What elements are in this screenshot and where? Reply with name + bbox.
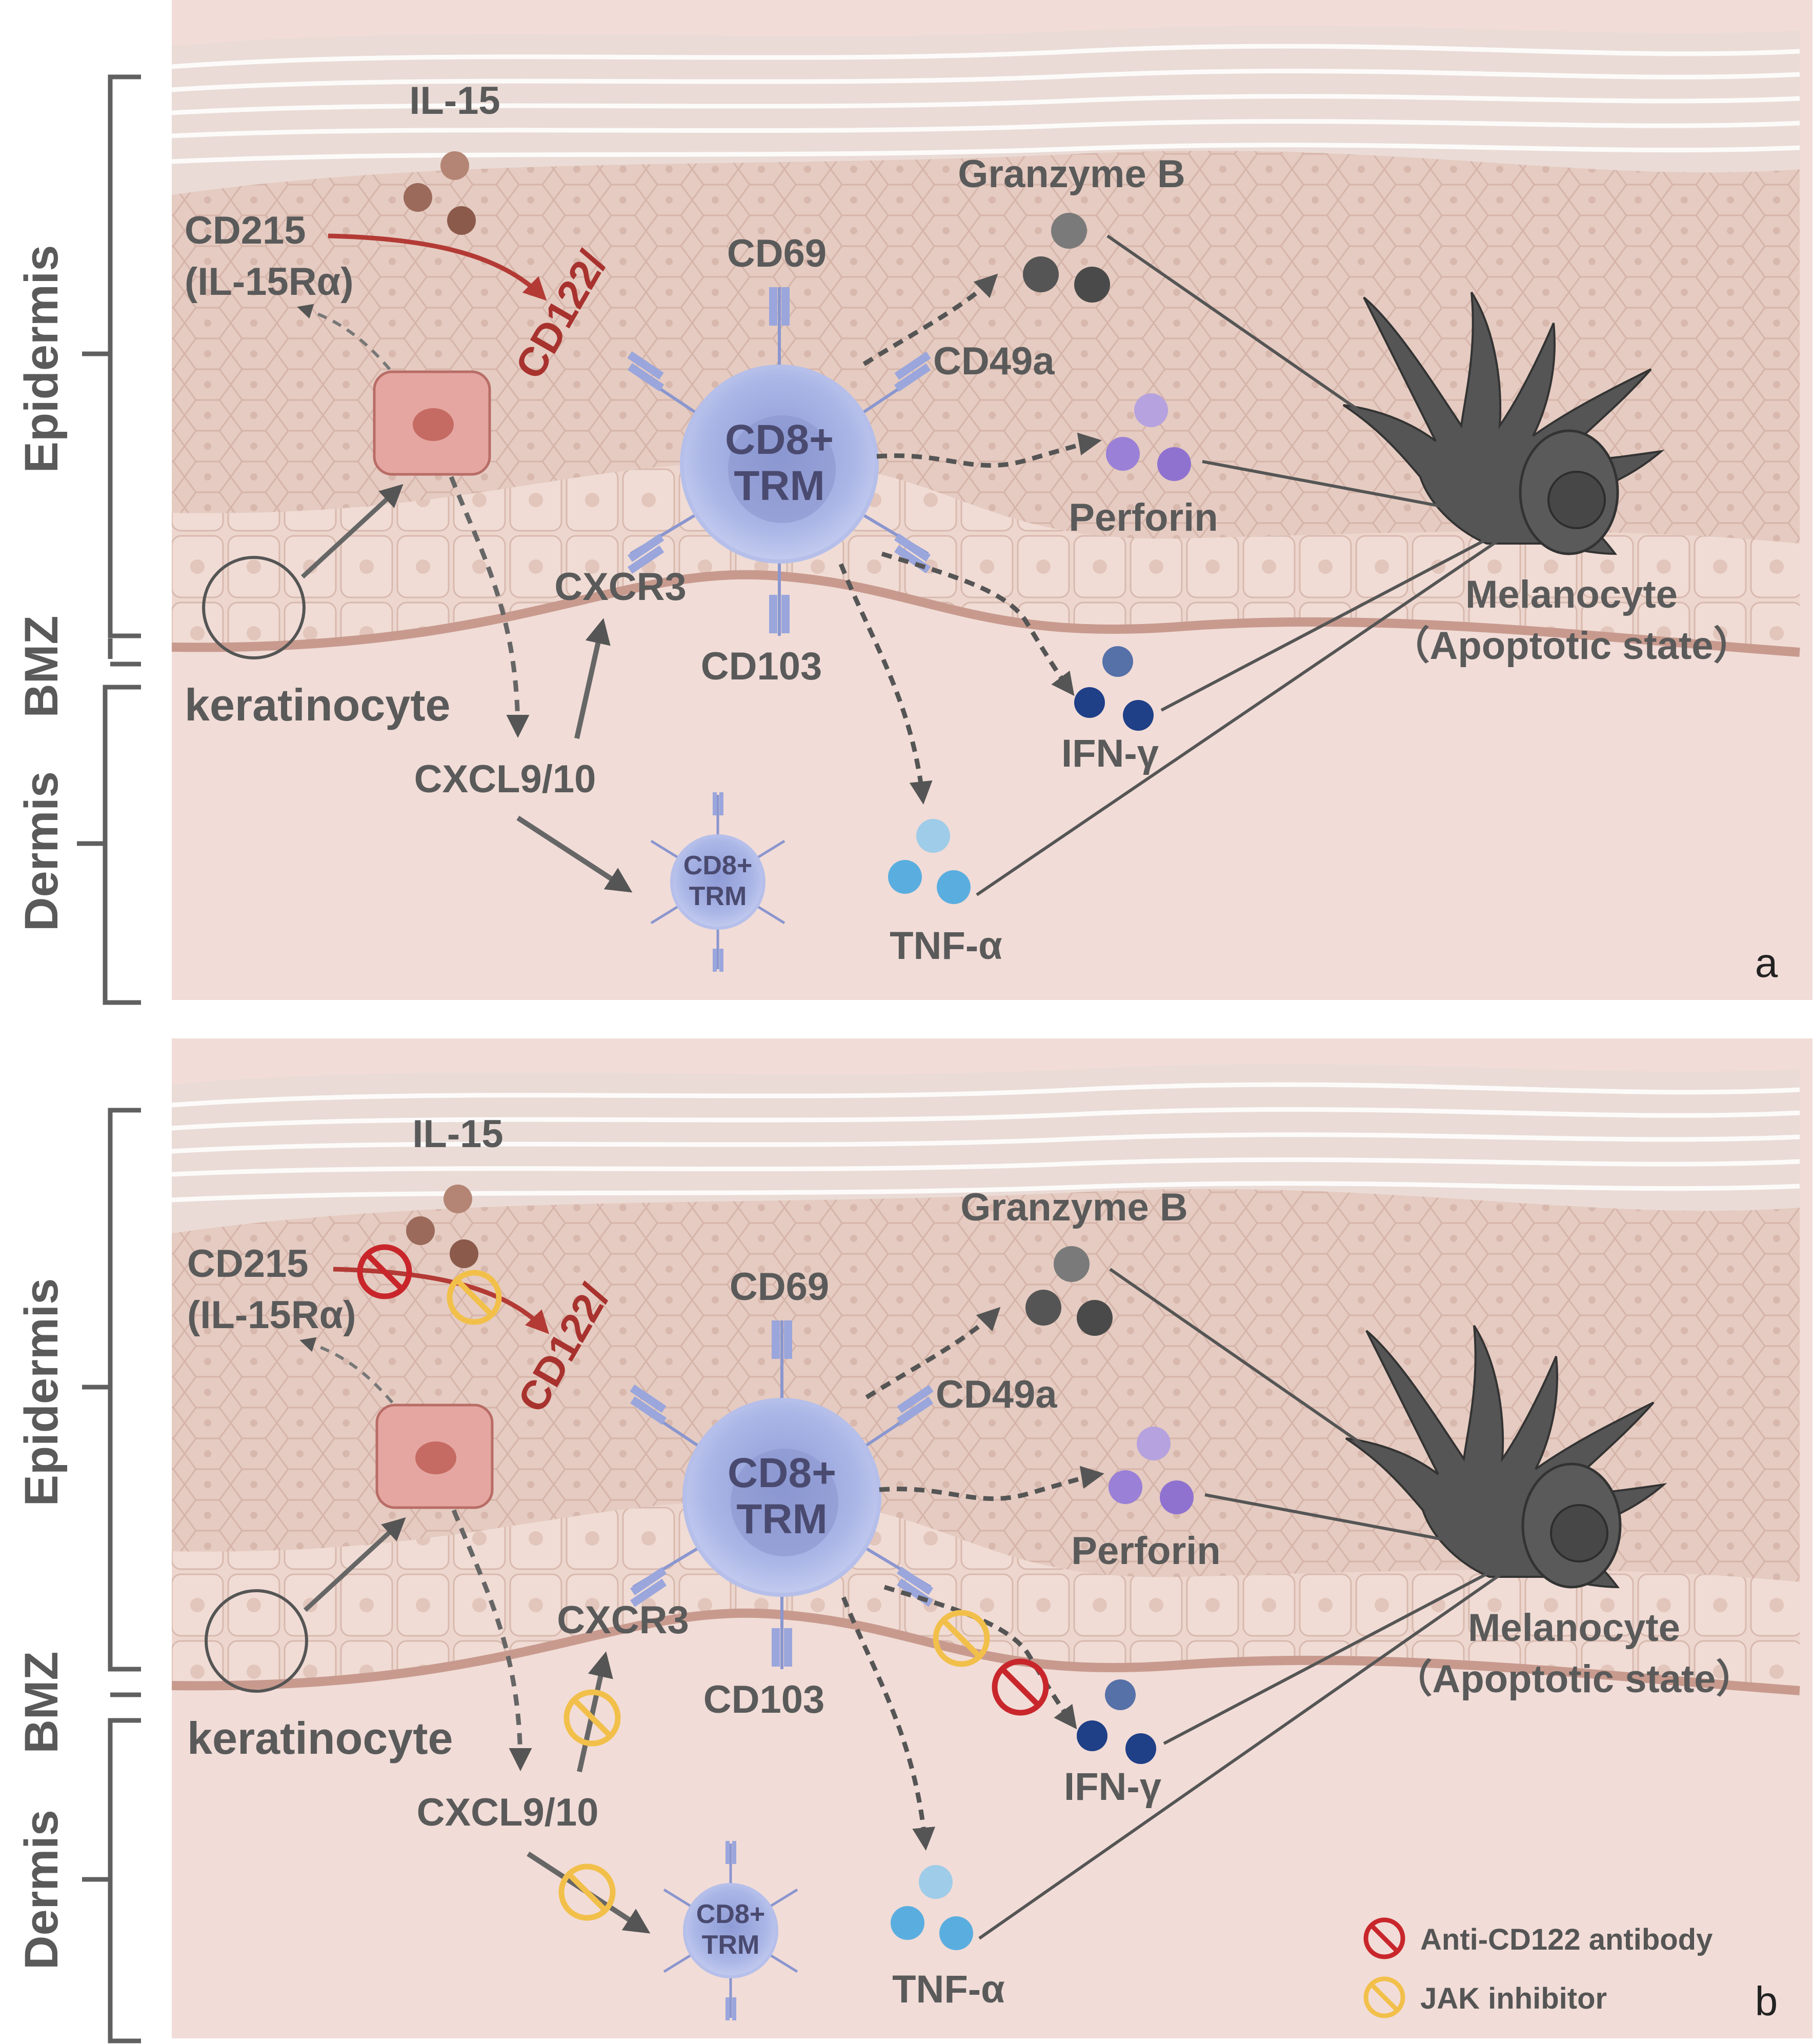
legend-anti-cd122: Anti-CD122 antibody — [1420, 1923, 1713, 1956]
t-cell-icon — [663, 1841, 798, 2020]
granzyme-label: Granzyme B — [960, 1186, 1188, 1229]
cd215-sub-label: (IL-15Rα) — [185, 260, 354, 304]
keratinocyte-label: keratinocyte — [185, 679, 450, 730]
panel-letter-a: a — [1755, 940, 1778, 986]
keratinocyte-to-cxcl-arrow — [451, 1509, 532, 1771]
keratinocyte-outline — [205, 1589, 308, 1693]
t-cell-icon — [650, 792, 785, 972]
trm-to-tnf-arrow — [838, 563, 933, 805]
cd215-sub-label: (IL-15Rα) — [187, 1293, 356, 1337]
cxcr3-label: CXCR3 — [557, 1598, 689, 1642]
cytokine-icon — [406, 1185, 478, 1268]
trm-label-line1: CD8+ — [725, 416, 834, 463]
cytokine-icon — [1106, 393, 1191, 481]
cytokine-icon — [1023, 213, 1110, 303]
cd103-label: CD103 — [701, 645, 822, 688]
keratinocyte-outline — [202, 556, 306, 659]
trm-label-line2: TRM — [734, 463, 825, 509]
cytokine-icon — [1077, 1679, 1156, 1764]
bmz-label: BMZ — [15, 615, 68, 717]
melanocyte-icon — [1342, 291, 1665, 555]
ifn-label: IFN-γ — [1061, 732, 1159, 775]
il15-to-cd122-arrow — [328, 233, 547, 301]
side-brackets — [82, 1108, 141, 2043]
ifn-label: IFN-γ — [1064, 1765, 1161, 1809]
keratinocyte-activation-arrow — [300, 484, 404, 579]
small-trm-label-line2: TRM — [702, 1930, 760, 1960]
cytokine-icon — [1074, 646, 1154, 731]
il15-label: IL-15 — [412, 1112, 503, 1156]
bmz-label: BMZ — [15, 1651, 68, 1753]
inhibition-icon — [1363, 1917, 1405, 1959]
panel-b: Epidermis BMZ Dermis IL-15 CD215 (IL-15R… — [15, 1038, 1812, 2043]
cd49a-label: CD49a — [933, 339, 1055, 383]
cxcl-to-trm-arrow — [516, 815, 633, 893]
melanocyte-state-label: （Apoptotic state） — [1391, 624, 1752, 668]
melanocyte-label: Melanocyte — [1468, 1606, 1680, 1650]
tnf-label: TNF-α — [890, 924, 1002, 968]
cytokine-to-melanocyte-arrows — [978, 1268, 1525, 1940]
cxcl-label: CXCL9/10 — [417, 1791, 599, 1834]
small-trm-label-line1: CD8+ — [683, 851, 752, 880]
cd215-label: CD215 — [187, 1242, 309, 1286]
trm-to-ifn-arrow — [883, 1585, 1077, 1730]
legend: Anti-CD122 antibody JAK inhibitor — [1363, 1917, 1713, 2018]
epidermis-label: Epidermis — [15, 245, 68, 473]
inhibition-icon — [1363, 1976, 1405, 2018]
t-cell-icon — [627, 287, 931, 636]
cd69-label: CD69 — [730, 1265, 829, 1309]
trm-to-ifn-arrow — [881, 551, 1075, 696]
inhibition-icon — [558, 1863, 616, 1921]
epidermis-label: Epidermis — [15, 1278, 68, 1507]
melanocyte-label: Melanocyte — [1465, 573, 1678, 616]
panel-a: Epidermis BMZ Dermis IL-15 CD215 (IL-15R… — [15, 0, 1812, 1005]
perforin-label: Perforin — [1069, 496, 1218, 539]
granzyme-label: Granzyme B — [958, 152, 1185, 196]
melanocyte-state-label: （Apoptotic state） — [1393, 1657, 1755, 1701]
cxcl-label: CXCL9/10 — [414, 757, 596, 801]
keratinocyte-icon — [375, 1404, 494, 1509]
keratinocyte-to-cxcl-arrow — [449, 476, 530, 738]
cytokine-icon — [891, 1865, 973, 1950]
il15-label: IL-15 — [409, 79, 500, 123]
inhibition-icon — [357, 1244, 412, 1299]
cytokine-icon — [888, 819, 971, 904]
small-trm-label-line1: CD8+ — [696, 1899, 765, 1929]
cd49a-label: CD49a — [936, 1373, 1057, 1416]
cxcr3-label: CXCR3 — [554, 565, 687, 609]
trm-label-line2: TRM — [736, 1496, 828, 1542]
trm-to-granzyme-arrow — [865, 1307, 1001, 1399]
perforin-label: Perforin — [1071, 1529, 1220, 1573]
inhibition-icon — [992, 1658, 1049, 1716]
inhibition-icon — [447, 1270, 502, 1325]
legend-jak: JAK inhibitor — [1420, 1982, 1607, 2015]
inhibition-icon — [933, 1610, 990, 1667]
side-brackets — [77, 74, 141, 1005]
trm-label-line1: CD8+ — [728, 1450, 836, 1496]
cytokine-to-melanocyte-arrows — [976, 234, 1523, 896]
cd215-label: CD215 — [185, 209, 306, 252]
keratinocyte-to-cd215-arrow — [297, 304, 391, 370]
cd103-label: CD103 — [703, 1678, 825, 1721]
trm-to-granzyme-arrow — [862, 273, 998, 366]
small-trm-label-line2: TRM — [689, 881, 747, 911]
cytokine-icon — [404, 151, 476, 235]
cd69-label: CD69 — [727, 232, 827, 275]
tnf-label: TNF-α — [892, 1968, 1005, 2011]
cytokine-icon — [1025, 1246, 1113, 1336]
keratinocyte-to-cd215-arrow — [299, 1337, 394, 1404]
dermis-label: Dermis — [15, 1810, 68, 1970]
cxcl-to-cxcr3-arrow — [574, 618, 611, 739]
t-cell-icon — [630, 1320, 934, 1669]
melanocyte-icon — [1345, 1325, 1667, 1589]
inhibition-icon — [563, 1689, 621, 1747]
keratinocyte-icon — [373, 370, 491, 476]
keratinocyte-label: keratinocyte — [187, 1713, 453, 1764]
keratinocyte-activation-arrow — [303, 1517, 406, 1612]
cytokine-icon — [1109, 1427, 1194, 1514]
panel-letter-b: b — [1755, 1978, 1778, 2024]
dermis-label: Dermis — [15, 771, 68, 931]
